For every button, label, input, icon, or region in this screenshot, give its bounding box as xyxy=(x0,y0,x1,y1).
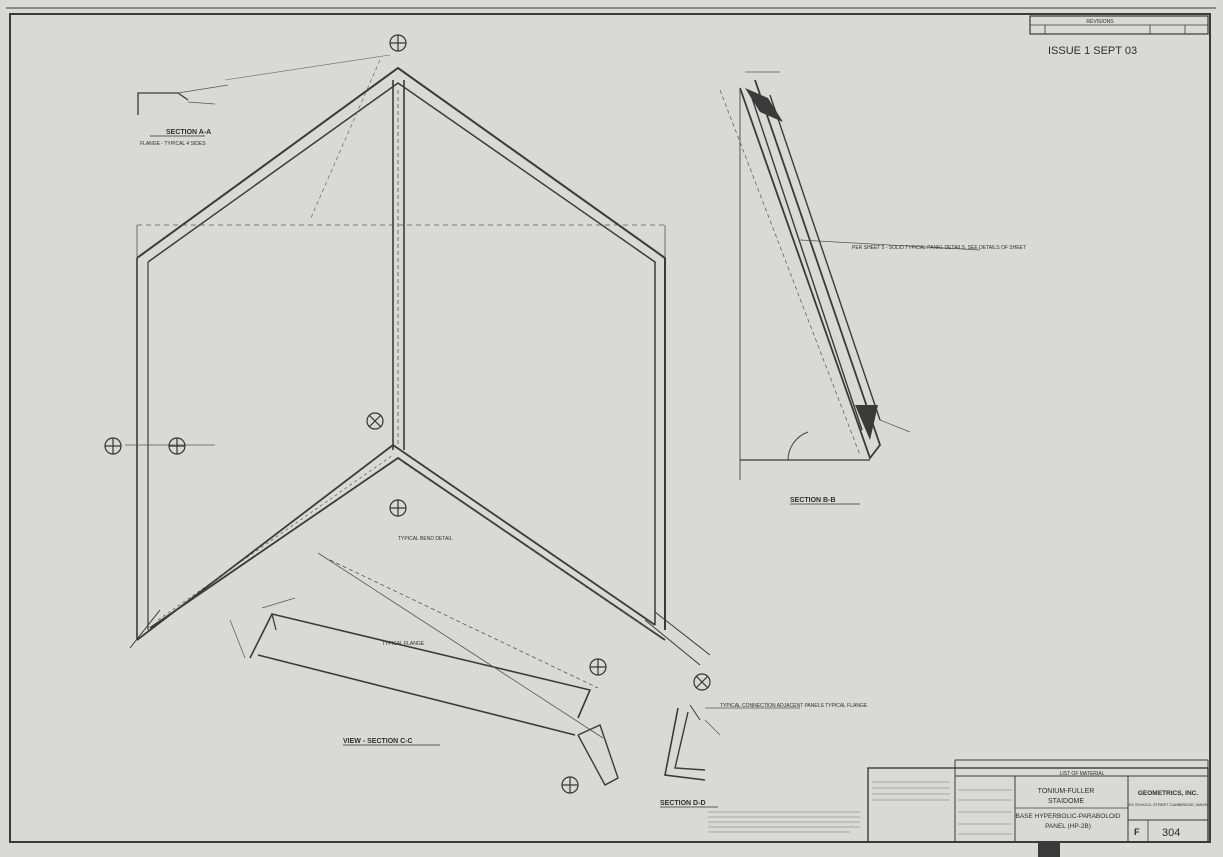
section-a-detail: SECTION A-A FLANGE - TYPICAL 4 SIDES xyxy=(137,84,229,147)
section-b-title: SECTION B-B xyxy=(790,497,836,504)
bend-note: TYPICAL BEND DETAIL xyxy=(398,536,453,542)
project-name-2: STAIDOME xyxy=(1048,798,1084,805)
main-panel-view xyxy=(125,54,711,666)
section-b-material-note: PER SHEET 5 - SOLID TYPICAL PANEL DETAIL… xyxy=(852,245,1026,251)
photo-shadow xyxy=(1038,842,1060,857)
sheet-number: 304 xyxy=(1162,827,1180,839)
section-a-note: FLANGE - TYPICAL 4 SIDES xyxy=(140,141,206,147)
list-of-material-label: LIST OF MATERIAL xyxy=(1060,771,1105,777)
section-c-detail: TYPICAL FLANGE VIEW - SECTION C-C TYPICA… xyxy=(229,536,619,786)
company-name: GEOMETRICS, INC. xyxy=(1138,790,1199,797)
sheet-border xyxy=(9,13,1211,843)
general-notes xyxy=(708,811,860,833)
revisions-block: REVISIONS xyxy=(1029,15,1209,35)
section-d-note: TYPICAL CONNECTION ADJACENT PANELS TYPIC… xyxy=(720,703,868,709)
part-name-2: PANEL (HP-2B) xyxy=(1045,823,1091,830)
title-block: LIST OF MATERIAL TONIUM-FULLER STAIDOME … xyxy=(867,759,1209,843)
revisions-title: REVISIONS xyxy=(1086,19,1114,25)
section-d-title: SECTION D-D xyxy=(660,800,706,807)
section-markers xyxy=(104,34,711,794)
company-address: SIX SCHOOL STREET CAMBRIDGE, MASS. xyxy=(1127,802,1208,807)
section-b-detail: PER SHEET 5 - SOLID TYPICAL PANEL DETAIL… xyxy=(719,71,1026,505)
sheet-size: F xyxy=(1134,827,1140,837)
part-name-1: BASE HYPERBOLIC-PARABOLOID xyxy=(1016,813,1121,820)
issue-label: ISSUE 1 SEPT 03 xyxy=(1048,45,1137,57)
section-a-title: SECTION A-A xyxy=(166,129,211,136)
section-c-flange-note: TYPICAL FLANGE xyxy=(382,641,425,647)
section-c-title: VIEW - SECTION C-C xyxy=(343,738,413,745)
project-name-1: TONIUM-FULLER xyxy=(1038,788,1095,795)
section-d-detail: TYPICAL CONNECTION ADJACENT PANELS TYPIC… xyxy=(660,703,868,808)
